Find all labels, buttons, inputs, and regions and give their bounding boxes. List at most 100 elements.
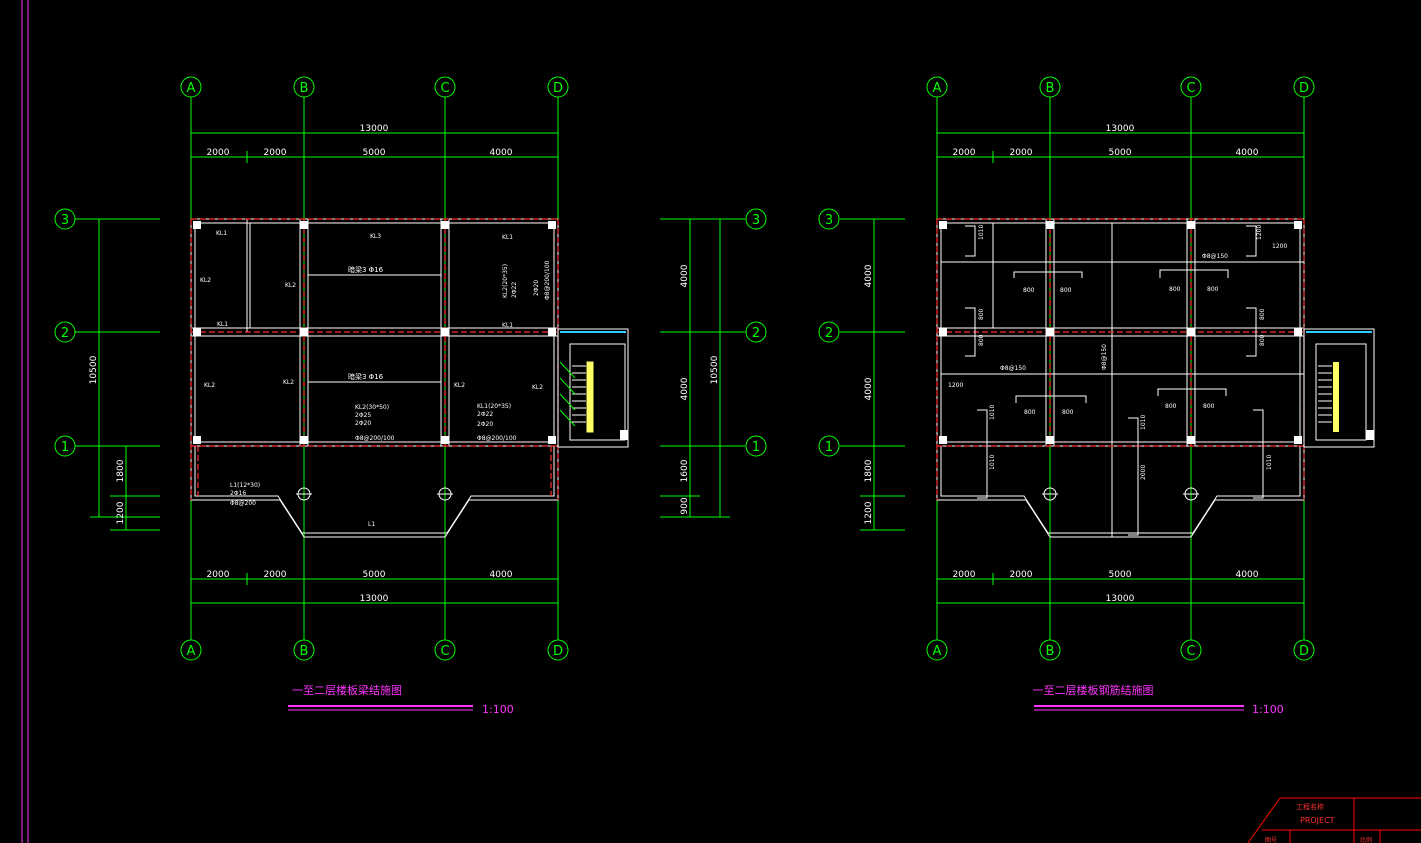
plan2-dim-total-top: 13000 <box>1106 124 1135 134</box>
plan1-dim-seg2-top: 2000 <box>264 148 287 158</box>
plan1-stair <box>557 328 629 448</box>
plan1-label-kl1-a: KL1 <box>216 230 227 237</box>
plan2-axis-a-top: A <box>933 81 942 96</box>
plan1-axis-3-left: 3 <box>61 213 69 228</box>
plan1-label-rebar-bottom: 暗梁3 Φ16 <box>348 372 384 381</box>
plan1-axis-2-right: 2 <box>752 326 760 341</box>
plan1-dim-total-y-right: 10500 <box>710 355 720 384</box>
plan2-dim-seg4-top: 4000 <box>1236 148 1259 158</box>
plan2-axis-2: 2 <box>825 326 833 341</box>
title-block: 工程名称 PROJECT 图号 比例 <box>1247 797 1421 843</box>
plan2-axis-b-top: B <box>1046 81 1055 96</box>
plan2-label-r8: 800 <box>1203 403 1215 410</box>
plan1-label-kl2-note2: 2Φ25 <box>355 412 371 419</box>
sheet-border <box>21 0 29 843</box>
plan2-title: 一至二层楼板钢筋结施图 <box>1033 683 1154 697</box>
plan1-axis-b-bottom: B <box>300 644 309 659</box>
plan2-dim-y-4000b: 4000 <box>864 377 874 400</box>
plan1-axis-c-top: C <box>440 81 449 96</box>
plan1-dimensions-left <box>90 219 160 531</box>
plan2-dim-y-4000a: 4000 <box>864 264 874 287</box>
plan1-label-kl2-d: KL2 <box>283 379 294 386</box>
plan1-dimensions-right <box>660 219 730 518</box>
plan2-label-v10: 800 <box>1259 308 1266 320</box>
plan1-label-l1: L1 <box>368 521 375 528</box>
plan1-structural-beam-plan[interactable]: A B C D A B C D 3 2 1 3 2 1 <box>54 76 767 716</box>
plan1-dim-y-1800: 1800 <box>116 459 126 482</box>
plan1-axis-2-left: 2 <box>61 326 69 341</box>
plan2-dim-y-1200: 1200 <box>864 501 874 524</box>
titleblock-project-cn: 工程名称 <box>1296 802 1324 811</box>
plan2-label-r13: Φ8@150 <box>1101 344 1108 370</box>
plan2-dim-y-1800: 1800 <box>864 459 874 482</box>
plan1-dim-total-bottom: 13000 <box>360 594 389 604</box>
plan1-dim-total-y: 10500 <box>89 355 99 384</box>
plan2-label-v4: 800 <box>978 334 985 346</box>
plan1-label-kl2-note4: Φ8@200/100 <box>355 435 395 442</box>
plan1-label-kl1-b: KL1 <box>502 234 513 241</box>
plan1-dim-seg3-bottom: 5000 <box>363 570 386 580</box>
plan2-axis-1: 1 <box>825 440 833 455</box>
plan1-label-kl2-f: KL2 <box>532 384 543 391</box>
plan1-label-kl2-note3: 2Φ20 <box>355 420 371 427</box>
plan1-dim-seg4-top: 4000 <box>490 148 513 158</box>
plan1-axis-3-right: 3 <box>752 213 760 228</box>
plan2-axis-d-bottom: D <box>1299 644 1309 659</box>
plan2-dimensions <box>860 132 1304 604</box>
plan2-axis-b-bottom: B <box>1046 644 1055 659</box>
plan2-scale: 1:100 <box>1252 703 1284 716</box>
plan1-axis-b-top: B <box>300 81 309 96</box>
plan1-label-v-note2: 2Φ22 <box>511 282 518 298</box>
plan2-label-v8: 1010 <box>1140 415 1147 430</box>
plan1-label-l1-note3: Φ8@200 <box>230 500 256 507</box>
plan2-rebar-labels: 800 800 800 800 800 800 800 800 1200 120… <box>948 225 1287 480</box>
plan1-axis-d-top: D <box>553 81 563 96</box>
plan1-label-l1-note: L1(12*30) <box>230 482 260 489</box>
plan1-label-kl1-d: KL1 <box>502 322 513 329</box>
plan1-dim-seg2-bottom: 2000 <box>264 570 287 580</box>
plan2-axis-a-bottom: A <box>933 644 942 659</box>
plan2-label-r2: 800 <box>1060 287 1072 294</box>
plan1-dim-y-1600: 1600 <box>680 459 690 482</box>
plan1-scale: 1:100 <box>482 703 514 716</box>
plan1-grid-lines <box>75 97 745 640</box>
plan2-label-r6: 800 <box>1062 409 1074 416</box>
plan2-label-r7: 800 <box>1165 403 1177 410</box>
plan1-label-kl3: KL3 <box>370 233 381 240</box>
plan1-axis-a-top: A <box>187 81 196 96</box>
titleblock-project-en: PROJECT <box>1300 816 1335 825</box>
plan2-dim-seg2-bottom: 2000 <box>1010 570 1033 580</box>
plan1-dim-total-top: 13000 <box>360 124 389 134</box>
plan2-dim-seg1-bottom: 2000 <box>953 570 976 580</box>
plan1-label-v-note4: Φ8@200/100 <box>544 260 551 300</box>
plan2-beam-dashes <box>936 218 1305 500</box>
plan1-beam-dashes <box>190 218 559 500</box>
plan2-rebar-plan[interactable]: A B C D A B C D 3 2 1 <box>818 76 1375 716</box>
plan2-dim-seg2-top: 2000 <box>1010 148 1033 158</box>
plan2-label-r3: 800 <box>1169 286 1181 293</box>
plan2-dim-seg3-top: 5000 <box>1109 148 1132 158</box>
plan1-dim-seg4-bottom: 4000 <box>490 570 513 580</box>
plan2-label-r11: Φ8@150 <box>1202 253 1228 260</box>
plan2-label-v1: 1010 <box>978 225 985 240</box>
plan2-label-v11: 800 <box>1259 334 1266 346</box>
plan2-label-v9: 1010 <box>1266 455 1273 470</box>
titleblock-cell1: 图号 <box>1265 837 1277 843</box>
plan2-label-v5: 1010 <box>989 405 996 420</box>
plan2-label-r12: Φ8@150 <box>1000 365 1026 372</box>
plan1-dim-seg3-top: 5000 <box>363 148 386 158</box>
plan1-axis-c-bottom: C <box>440 644 449 659</box>
plan1-label-rebar-top: 暗梁3 Φ16 <box>348 265 384 274</box>
plan1-label-kl2-a: KL2 <box>200 277 211 284</box>
plan1-label-kl2-e: KL2 <box>454 382 465 389</box>
plan1-label-kl1-note4: Φ8@200/100 <box>477 435 517 442</box>
plan1-dimensions-top <box>191 132 558 163</box>
plan2-walls <box>936 218 1305 538</box>
plan2-axis-3: 3 <box>825 213 833 228</box>
plan2-axis-c-bottom: C <box>1186 644 1195 659</box>
plan2-grid-lines <box>840 97 1305 640</box>
plan2-label-r10: 1200 <box>948 382 963 389</box>
plan2-dim-seg4-bottom: 4000 <box>1236 570 1259 580</box>
plan1-label-l1-note2: 2Φ16 <box>230 490 246 497</box>
